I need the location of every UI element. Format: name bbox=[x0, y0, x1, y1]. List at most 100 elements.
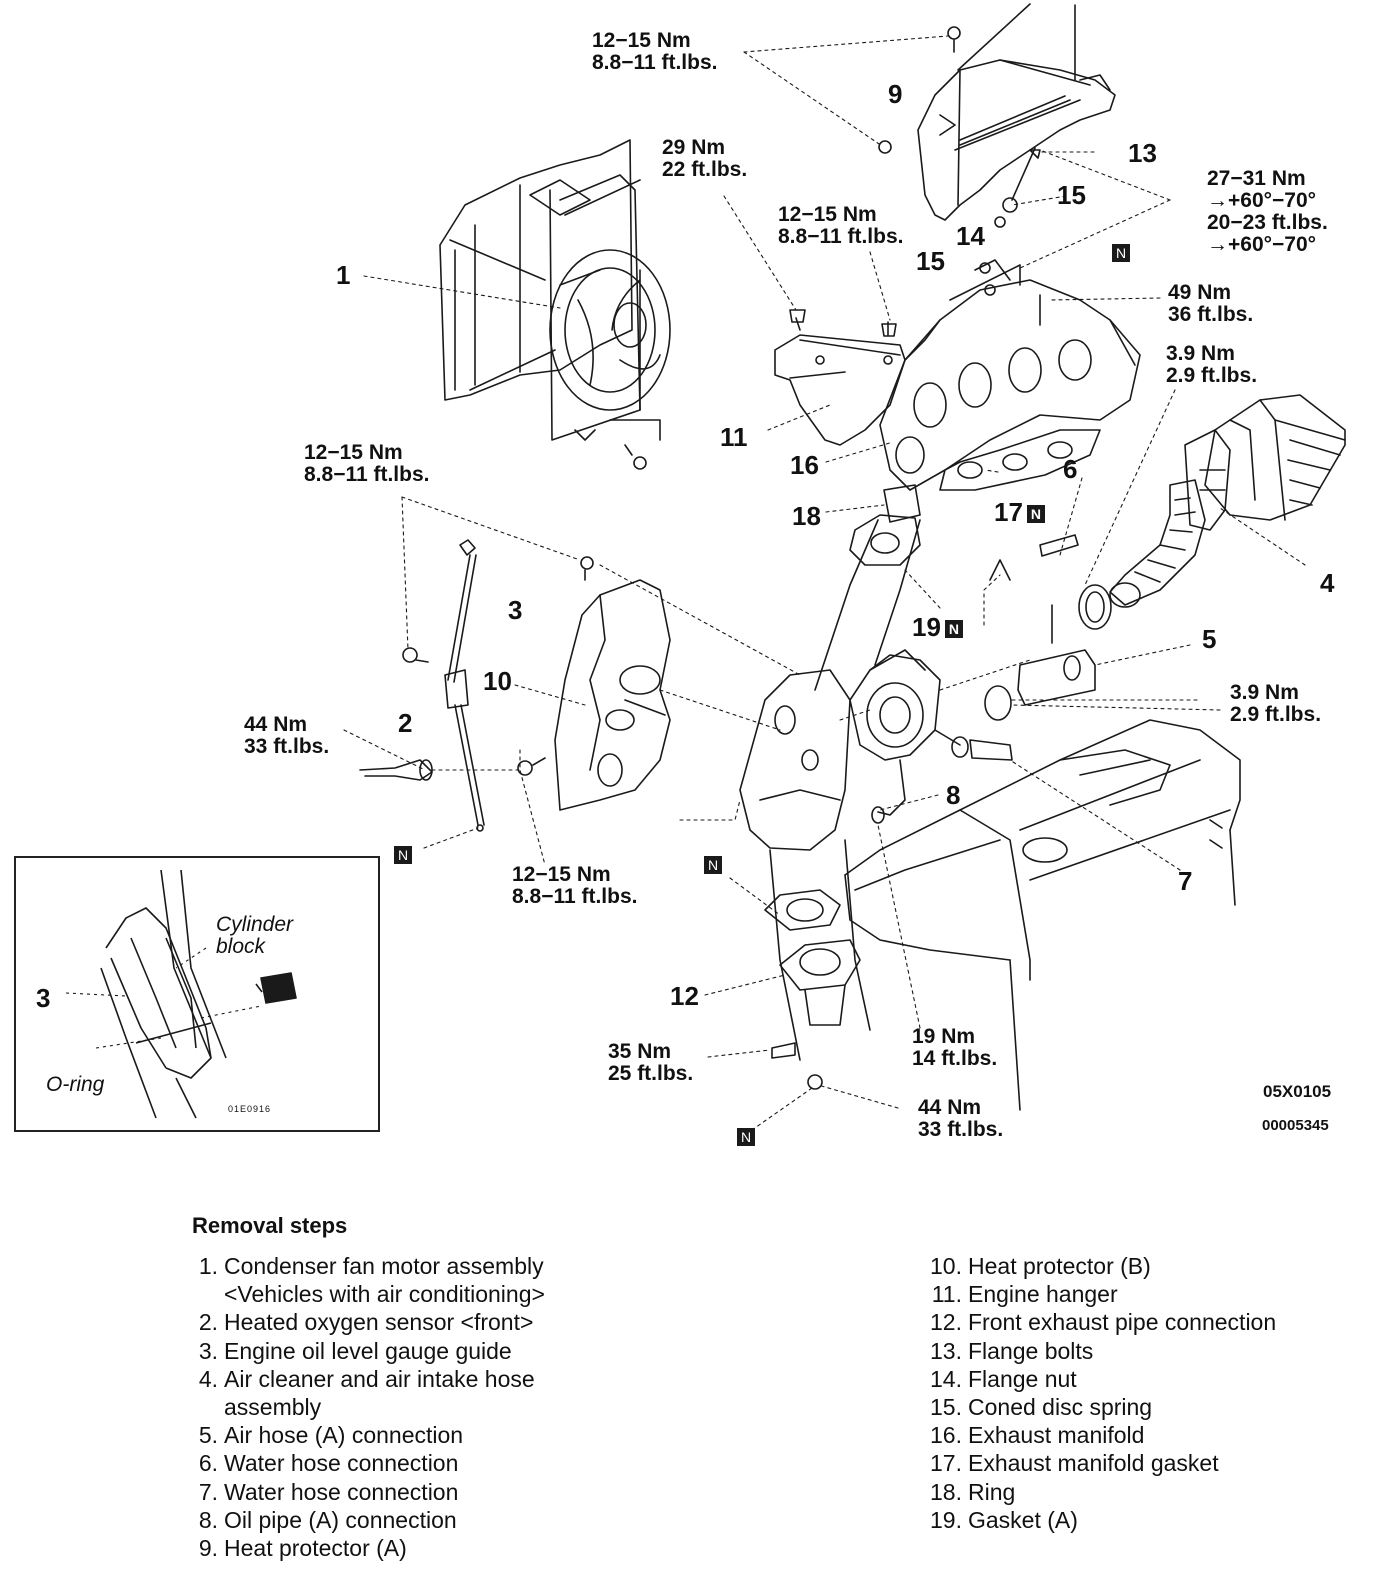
step-number: 13. bbox=[930, 1337, 962, 1364]
air-hose-drawing bbox=[1017, 649, 1096, 706]
step-text: Air hose (A) connection bbox=[224, 1422, 464, 1449]
inset-drawing bbox=[65, 869, 297, 1119]
new-part-badge: N bbox=[704, 856, 722, 874]
step-text: Condenser fan motor assembly bbox=[224, 1253, 544, 1279]
part-number-4: 4 bbox=[1320, 568, 1335, 598]
flange-bolt-drawing bbox=[1011, 147, 1041, 201]
engine-block-drawing bbox=[844, 719, 1241, 1111]
step-number: 8. bbox=[198, 1506, 218, 1533]
removal-step: 3.Engine oil level gauge guide bbox=[184, 1337, 545, 1365]
part-number-15a: 15 bbox=[1057, 180, 1086, 210]
step-text: Engine oil level gauge guide bbox=[224, 1337, 512, 1364]
step-number: 12. bbox=[930, 1309, 962, 1336]
step-text: Ring bbox=[968, 1478, 1016, 1505]
removal-step: 12.Front exhaust pipe connection bbox=[928, 1308, 1276, 1336]
step-text: Water hose connection bbox=[224, 1478, 459, 1505]
step-number: 15. bbox=[930, 1394, 962, 1421]
part-number-10: 10 bbox=[483, 666, 512, 696]
removal-step: 16.Exhaust manifold bbox=[928, 1421, 1276, 1449]
step-text: Heat protector (B) bbox=[968, 1253, 1151, 1279]
step-number: 9. bbox=[198, 1535, 218, 1562]
torque-label-4: 27−31 Nm→+60°−70° 20−23 ft.lbs.→+60°−70° bbox=[1207, 167, 1328, 257]
removal-step: 14.Flange nut bbox=[928, 1365, 1276, 1393]
part-number-5: 5 bbox=[1202, 624, 1217, 654]
step-number: 7. bbox=[198, 1478, 218, 1505]
removal-step-continuation: assembly bbox=[184, 1393, 545, 1421]
step-text: Exhaust manifold gasket bbox=[968, 1450, 1219, 1477]
new-part-badge: N bbox=[1112, 244, 1130, 262]
removal-step: 8.Oil pipe (A) connection bbox=[184, 1506, 545, 1534]
removal-step: 5.Air hose (A) connection bbox=[184, 1421, 545, 1449]
o-ring-label: O-ring bbox=[46, 1073, 105, 1096]
removal-steps-left: 1.Condenser fan motor assembly<Vehicles … bbox=[184, 1252, 545, 1562]
part-number-16: 16 bbox=[790, 450, 819, 480]
step-text: Coned disc spring bbox=[968, 1394, 1153, 1421]
part-number-6: 6 bbox=[1063, 454, 1078, 484]
removal-step: 19.Gasket (A) bbox=[928, 1506, 1276, 1534]
removal-step: 13.Flange bolts bbox=[928, 1337, 1276, 1365]
step-number: 19. bbox=[930, 1506, 962, 1533]
heat-protector-b-drawing bbox=[517, 556, 671, 811]
air-cleaner-drawing bbox=[1078, 394, 1346, 630]
step-number: 3. bbox=[198, 1337, 218, 1364]
removal-step: 9.Heat protector (A) bbox=[184, 1534, 545, 1562]
part-number-18: 18 bbox=[792, 501, 821, 531]
step-text-continued: assembly bbox=[224, 1394, 322, 1421]
part-number-12: 12 bbox=[670, 981, 699, 1011]
exhaust-manifold-drawing bbox=[814, 259, 1141, 691]
step-number: 17. bbox=[930, 1450, 962, 1477]
figure-code-2: 00005345 bbox=[1262, 1117, 1329, 1134]
removal-step: 2.Heated oxygen sensor <front> bbox=[184, 1308, 545, 1336]
part-number-8: 8 bbox=[946, 780, 961, 810]
removal-step: 6.Water hose connection bbox=[184, 1449, 545, 1477]
step-text: Flange nut bbox=[968, 1365, 1077, 1392]
diagram-drawing bbox=[343, 3, 1346, 1131]
part-number-1: 1 bbox=[336, 260, 351, 290]
step-text-continued: <Vehicles with air conditioning> bbox=[224, 1281, 545, 1308]
step-text: Gasket (A) bbox=[968, 1506, 1078, 1533]
turbocharger-drawing bbox=[849, 649, 961, 824]
step-number: 16. bbox=[930, 1422, 962, 1449]
step-text: Front exhaust pipe connection bbox=[968, 1309, 1277, 1336]
part-number-7: 7 bbox=[1178, 866, 1193, 896]
step-number: 6. bbox=[198, 1450, 218, 1477]
part-number-2: 2 bbox=[398, 708, 413, 738]
removal-step: 10.Heat protector (B) bbox=[928, 1252, 1276, 1280]
step-text: Air cleaner and air intake hose bbox=[224, 1365, 535, 1392]
new-part-badge: N bbox=[394, 846, 412, 864]
new-part-badge: N bbox=[944, 620, 963, 639]
inset-code: 01E0916 bbox=[228, 1104, 272, 1114]
step-text: Flange bolts bbox=[968, 1337, 1094, 1364]
step-number: 10. bbox=[930, 1253, 962, 1279]
leader-lines bbox=[343, 35, 1306, 1131]
step-number: 5. bbox=[198, 1422, 218, 1449]
condenser-fan-assembly-drawing bbox=[439, 139, 671, 470]
removal-step: 18.Ring bbox=[928, 1478, 1276, 1506]
removal-step: 17.Exhaust manifold gasket bbox=[928, 1449, 1276, 1477]
step-text: Heated oxygen sensor <front> bbox=[224, 1309, 534, 1336]
removal-step: 7.Water hose connection bbox=[184, 1478, 545, 1506]
step-number: 4. bbox=[198, 1365, 218, 1392]
new-part-badge: N bbox=[1026, 505, 1045, 524]
part-number-15b: 15 bbox=[916, 246, 945, 276]
part-number-13: 13 bbox=[1128, 138, 1157, 168]
removal-step: 4.Air cleaner and air intake hose bbox=[184, 1365, 545, 1393]
step-number: 18. bbox=[930, 1478, 962, 1505]
step-text: Heat protector (A) bbox=[224, 1535, 407, 1562]
inset-part-number-3: 3 bbox=[36, 983, 51, 1013]
